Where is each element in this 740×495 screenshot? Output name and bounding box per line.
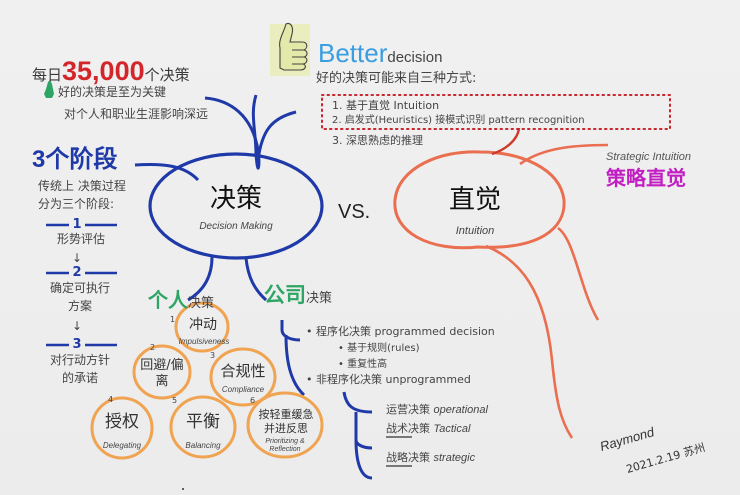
bubble-1-number: 1: [170, 315, 176, 324]
intuition-ellipse: [393, 150, 566, 250]
branch-intuition-down-1: [557, 226, 600, 321]
level-tactical: 战术决策 Tactical: [386, 422, 471, 435]
bubble-6-zh: 按轻重缓急并进反思: [258, 408, 314, 435]
personal-title-strong: 个人: [148, 288, 188, 312]
programmed-sub-2: • 重复性高: [338, 359, 388, 370]
daily-suffix: 个决策: [144, 66, 190, 84]
bubble-4-zh: 授权: [105, 412, 139, 432]
decision-subtitle: Decision Making: [199, 221, 273, 232]
stage-arrow-1: ↓: [71, 251, 83, 265]
bubble-1-en: Impulsiveness: [178, 337, 230, 346]
intuition-subtitle: Intuition: [455, 225, 495, 237]
better-item-2: 2. 启发式(Heuristics) 接模式识别 pattern recogni…: [332, 115, 585, 126]
decision-importance-text: 好的决策是至为关键: [58, 85, 167, 99]
stage-2-number: 2: [72, 265, 82, 280]
bubble-2-number: 2: [150, 343, 156, 352]
branch-intuition-down-2: [485, 244, 574, 439]
daily-prefix: 每日: [32, 66, 63, 84]
unprogrammed-bracket: [342, 391, 373, 480]
bubble-6-en: Prioritizing & Reflection: [265, 438, 305, 453]
programmed-decision: • 程序化决策 programmed decision: [306, 325, 495, 338]
decision-title: 决策: [209, 184, 262, 214]
stage-arrow-2: ↓: [71, 319, 83, 333]
unprogrammed-decision: • 非程序化决策 unprogrammed: [306, 373, 471, 386]
stages-title: 3个阶段: [32, 146, 118, 173]
bubble-3-en: Compliance: [221, 385, 265, 394]
bubble-1-outline: [174, 301, 230, 353]
stage-3-label-line1: 对行动方针: [49, 353, 110, 367]
vs-label: VS.: [338, 201, 371, 223]
bubble-2-zh: 回避/偏离: [140, 358, 184, 389]
strategic-intuition-zh: 策略直觉: [606, 166, 686, 190]
programmed-sub-1: • 基于规则(rules): [338, 343, 420, 354]
stage-1-label: 形势评估: [56, 232, 105, 246]
bubble-5-number: 5: [172, 396, 178, 405]
branch-company: [244, 257, 268, 302]
bubble-1-zh: 冲动: [189, 317, 217, 333]
stage-2-label-line2: 方案: [67, 299, 92, 313]
link-heuristics-to-intuition: [491, 127, 521, 156]
company-bracket: [280, 320, 306, 397]
stage-3-number: 3: [72, 337, 82, 352]
personal-decision-heading: 个人决策: [148, 290, 214, 310]
better-item-3: 3. 深思熟虑的推理: [332, 134, 423, 147]
branch-trunk-up: [251, 94, 258, 156]
level-operational: 运营决策 operational: [386, 403, 488, 416]
branch-better-decision: [256, 110, 297, 161]
company-decision-heading: 公司决策: [264, 285, 332, 306]
bubble-3-outline: [209, 347, 277, 407]
bubble-3-zh: 合规性: [220, 362, 266, 380]
better-decision-intro: 好的决策可能来自三种方式:: [316, 71, 477, 86]
bubble-4-outline: [90, 396, 154, 460]
bubble-4-en: Delegating: [102, 441, 142, 450]
bubble-5-outline: [169, 395, 237, 459]
strategic-intuition-en: Strategic Intuition: [606, 151, 691, 163]
stages-desc-2: 分为三个阶段:: [38, 197, 115, 211]
green-marker-icon: [44, 80, 54, 98]
heuristics-dotted-box: [321, 94, 671, 130]
decision-word: decision: [387, 49, 443, 66]
bubble-5-en: Balancing: [185, 441, 221, 450]
better-word: Better: [318, 38, 388, 68]
stage-3-label-line2: 的承诺: [61, 371, 98, 385]
stage-markers: [46, 223, 117, 347]
stages-desc-1: 传统上 决策过程: [38, 179, 126, 193]
company-title-rest: 决策: [306, 291, 333, 306]
branch-stages: [134, 162, 200, 182]
bubble-5-zh: 平衡: [186, 412, 220, 432]
daily-number: 35,000: [62, 56, 145, 86]
daily-decisions-line: 每日35,000个决策: [32, 58, 190, 85]
branch-daily-decisions: [204, 96, 261, 170]
company-title-strong: 公司: [264, 283, 306, 307]
bubble-6-outline: [246, 391, 324, 459]
branch-strategic-intuition: [519, 143, 609, 166]
bubble-4-number: 4: [108, 395, 114, 404]
personal-title-rest: 决策: [188, 296, 215, 311]
intuition-title: 直觉: [448, 185, 501, 215]
bubble-6-number: 6: [250, 396, 256, 405]
thumbs-up-icon: [270, 22, 310, 76]
better-decision-heading: Betterdecision: [318, 40, 442, 66]
level-strategic: 战略决策 strategic: [386, 451, 476, 464]
stage-2-label-line1: 确定可执行: [49, 281, 110, 295]
stage-1-number: 1: [72, 217, 82, 232]
branch-personal: [187, 256, 214, 302]
decision-ellipse: [148, 152, 324, 260]
bubble-2-outline: [132, 344, 192, 400]
better-item-1: 1. 基于直觉 Intuition: [332, 99, 440, 112]
decision-impact-text: 对个人和职业生涯影响深远: [64, 107, 209, 121]
bubble-3-number: 3: [210, 351, 216, 360]
